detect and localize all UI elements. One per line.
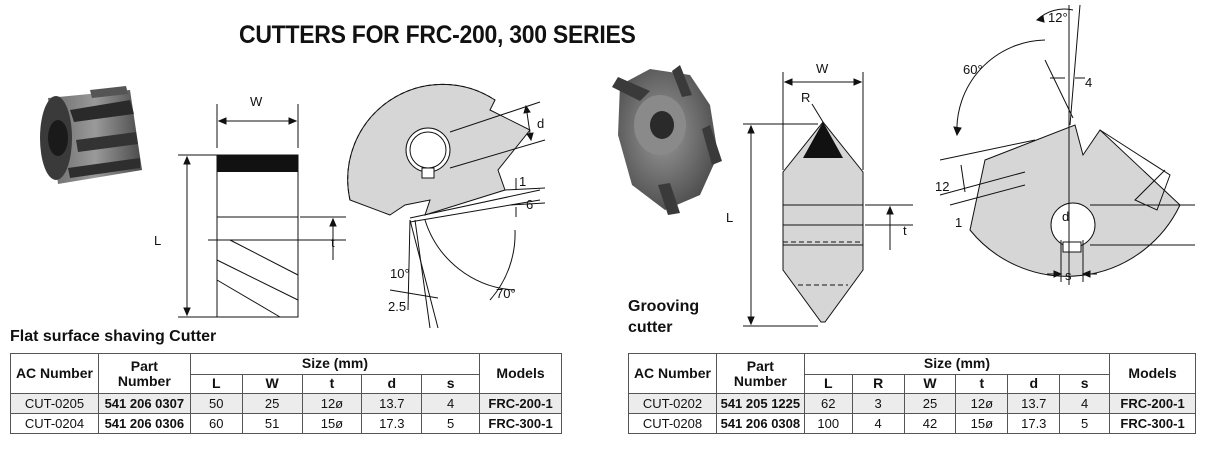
header-size-w: W bbox=[903, 373, 957, 394]
header-ac-number: AC Number bbox=[10, 353, 99, 394]
cell-w: 25 bbox=[903, 393, 957, 414]
cell-l: 50 bbox=[189, 393, 243, 414]
cell-ac: CUT-0202 bbox=[628, 393, 717, 414]
grooving-caption-line2: cutter bbox=[628, 319, 673, 336]
cell-part: 541 206 0306 bbox=[97, 413, 191, 434]
cell-model: FRC-300-1 bbox=[479, 413, 562, 434]
header-models: Models bbox=[1109, 353, 1196, 394]
angle-12-label: 12° bbox=[1048, 10, 1068, 25]
header-size-w: W bbox=[241, 373, 303, 394]
shaving-cutter-front-view: d 1 6 10° 2.5 70° bbox=[347, 83, 546, 329]
cell-model: FRC-200-1 bbox=[1109, 393, 1196, 414]
angle-60-label: 60° bbox=[963, 62, 983, 77]
cell-d: 17.3 bbox=[361, 413, 423, 434]
shaving-cutter-side-view: W L t bbox=[154, 94, 346, 318]
header-size: Size (mm) bbox=[803, 353, 1111, 375]
cell-l: 100 bbox=[803, 413, 853, 434]
grooving-cutter-side-view: W R L t bbox=[726, 61, 913, 327]
cell-w: 25 bbox=[241, 393, 303, 414]
grooving-cutter-table: AC Number Part Number Size (mm) Models L… bbox=[628, 353, 1196, 434]
cell-ac: CUT-0205 bbox=[10, 393, 99, 414]
cell-l: 60 bbox=[189, 413, 243, 434]
cell-w: 42 bbox=[903, 413, 957, 434]
header-size-r: R bbox=[851, 373, 905, 394]
header-size-t: t bbox=[955, 373, 1009, 394]
table-row: CUT-0208 541 206 0308 100 4 42 15ø 17.3 … bbox=[628, 413, 1196, 434]
cell-t: 12ø bbox=[301, 393, 363, 414]
cell-part: 541 206 0308 bbox=[715, 413, 805, 434]
header-size-d: d bbox=[361, 373, 423, 394]
header-models: Models bbox=[479, 353, 562, 394]
dim-4-label: 4 bbox=[1085, 75, 1092, 90]
cell-d: 13.7 bbox=[1007, 393, 1061, 414]
table-row: CUT-0205 541 206 0307 50 25 12ø 13.7 4 F… bbox=[10, 393, 562, 414]
cell-d: 13.7 bbox=[361, 393, 423, 414]
cell-t: 12ø bbox=[955, 393, 1009, 414]
cell-t: 15ø bbox=[955, 413, 1009, 434]
page-title: CUTTERS FOR FRC-200, 300 SERIES bbox=[239, 21, 636, 49]
dim-s-label: s bbox=[1065, 268, 1072, 283]
dim-l-label: L bbox=[154, 233, 161, 248]
grooving-caption-line1: Grooving bbox=[628, 298, 700, 315]
dim-d-label: d bbox=[537, 116, 544, 131]
angle-10-label: 10° bbox=[390, 266, 410, 281]
dim-w-label: W bbox=[816, 61, 829, 76]
header-part-number: Part Number bbox=[715, 353, 805, 394]
cell-l: 62 bbox=[803, 393, 853, 414]
dim-6-label: 6 bbox=[526, 197, 533, 212]
header-size-l: L bbox=[189, 373, 243, 394]
dim-l-label: L bbox=[726, 210, 733, 225]
dim-t-label: t bbox=[903, 223, 907, 238]
cell-part: 541 206 0307 bbox=[97, 393, 191, 414]
header-size: Size (mm) bbox=[189, 353, 481, 375]
header-ac-number: AC Number bbox=[628, 353, 717, 394]
cell-model: FRC-200-1 bbox=[479, 393, 562, 414]
cell-model: FRC-300-1 bbox=[1109, 413, 1196, 434]
dim-t-label: t bbox=[331, 235, 335, 250]
dim-d-label: d bbox=[1062, 209, 1069, 224]
cell-ac: CUT-0208 bbox=[628, 413, 717, 434]
dim-12-label: 12 bbox=[935, 179, 949, 194]
dim-2-5-label: 2.5 bbox=[388, 299, 406, 314]
cell-s: 5 bbox=[421, 413, 481, 434]
grooving-cutter-photo bbox=[612, 65, 722, 215]
shaving-cutter-caption: Flat surface shaving Cutter bbox=[10, 328, 217, 345]
header-size-t: t bbox=[301, 373, 363, 394]
table-row: CUT-0204 541 206 0306 60 51 15ø 17.3 5 F… bbox=[10, 413, 562, 434]
angle-70-label: 70° bbox=[496, 286, 516, 301]
dim-r-label: R bbox=[801, 90, 810, 105]
cell-r: 4 bbox=[851, 413, 905, 434]
header-size-s: s bbox=[421, 373, 481, 394]
header-part-number: Part Number bbox=[97, 353, 191, 394]
dim-w-label: W bbox=[250, 94, 263, 109]
cell-t: 15ø bbox=[301, 413, 363, 434]
cell-d: 17.3 bbox=[1007, 413, 1061, 434]
shaving-cutter-photo bbox=[40, 86, 142, 184]
cell-s: 4 bbox=[421, 393, 481, 414]
header-size-l: L bbox=[803, 373, 853, 394]
table-row: CUT-0202 541 205 1225 62 3 25 12ø 13.7 4… bbox=[628, 393, 1196, 414]
grooving-cutter-front-view: 12° 60° 4 12 1 d s bbox=[935, 4, 1195, 285]
header-size-s: s bbox=[1059, 373, 1111, 394]
dim-1-label: 1 bbox=[519, 174, 526, 189]
dim-1-label: 1 bbox=[955, 215, 962, 230]
cell-s: 4 bbox=[1059, 393, 1111, 414]
cell-s: 5 bbox=[1059, 413, 1111, 434]
shaving-cutter-table: AC Number Part Number Size (mm) Models L… bbox=[10, 353, 562, 434]
cell-part: 541 205 1225 bbox=[715, 393, 805, 414]
cell-r: 3 bbox=[851, 393, 905, 414]
cell-ac: CUT-0204 bbox=[10, 413, 99, 434]
header-size-d: d bbox=[1007, 373, 1061, 394]
cell-w: 51 bbox=[241, 413, 303, 434]
